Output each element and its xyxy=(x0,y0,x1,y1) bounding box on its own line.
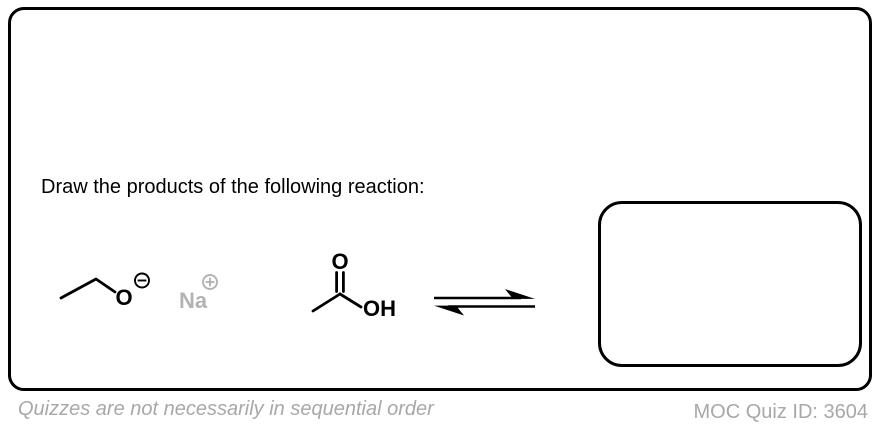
sodium-label: Na xyxy=(179,288,208,313)
quiz-id: MOC Quiz ID: 3604 xyxy=(693,401,868,423)
ethoxide-oxygen-label: O xyxy=(115,285,132,310)
acetic-acid-structure xyxy=(311,271,363,313)
carbonyl-oxygen-label: O xyxy=(331,249,348,274)
quiz-card: Draw the products of the following react… xyxy=(8,7,872,391)
equilibrium-arrow-icon xyxy=(434,289,535,316)
bond-line xyxy=(311,292,342,313)
minus-charge-icon xyxy=(134,272,150,289)
footer-note: Quizzes are not necessarily in sequentia… xyxy=(18,398,434,420)
reaction-scheme: O Na O OH xyxy=(59,249,535,321)
question-prompt: Draw the products of the following react… xyxy=(41,176,425,198)
plus-charge-icon xyxy=(202,274,218,290)
answer-box[interactable] xyxy=(598,201,862,367)
hydroxyl-label: OH xyxy=(363,296,396,321)
bond-line xyxy=(59,277,117,300)
bond-line xyxy=(338,292,363,309)
ethoxide-structure xyxy=(59,277,117,300)
sodium-counterion: Na xyxy=(179,274,218,313)
